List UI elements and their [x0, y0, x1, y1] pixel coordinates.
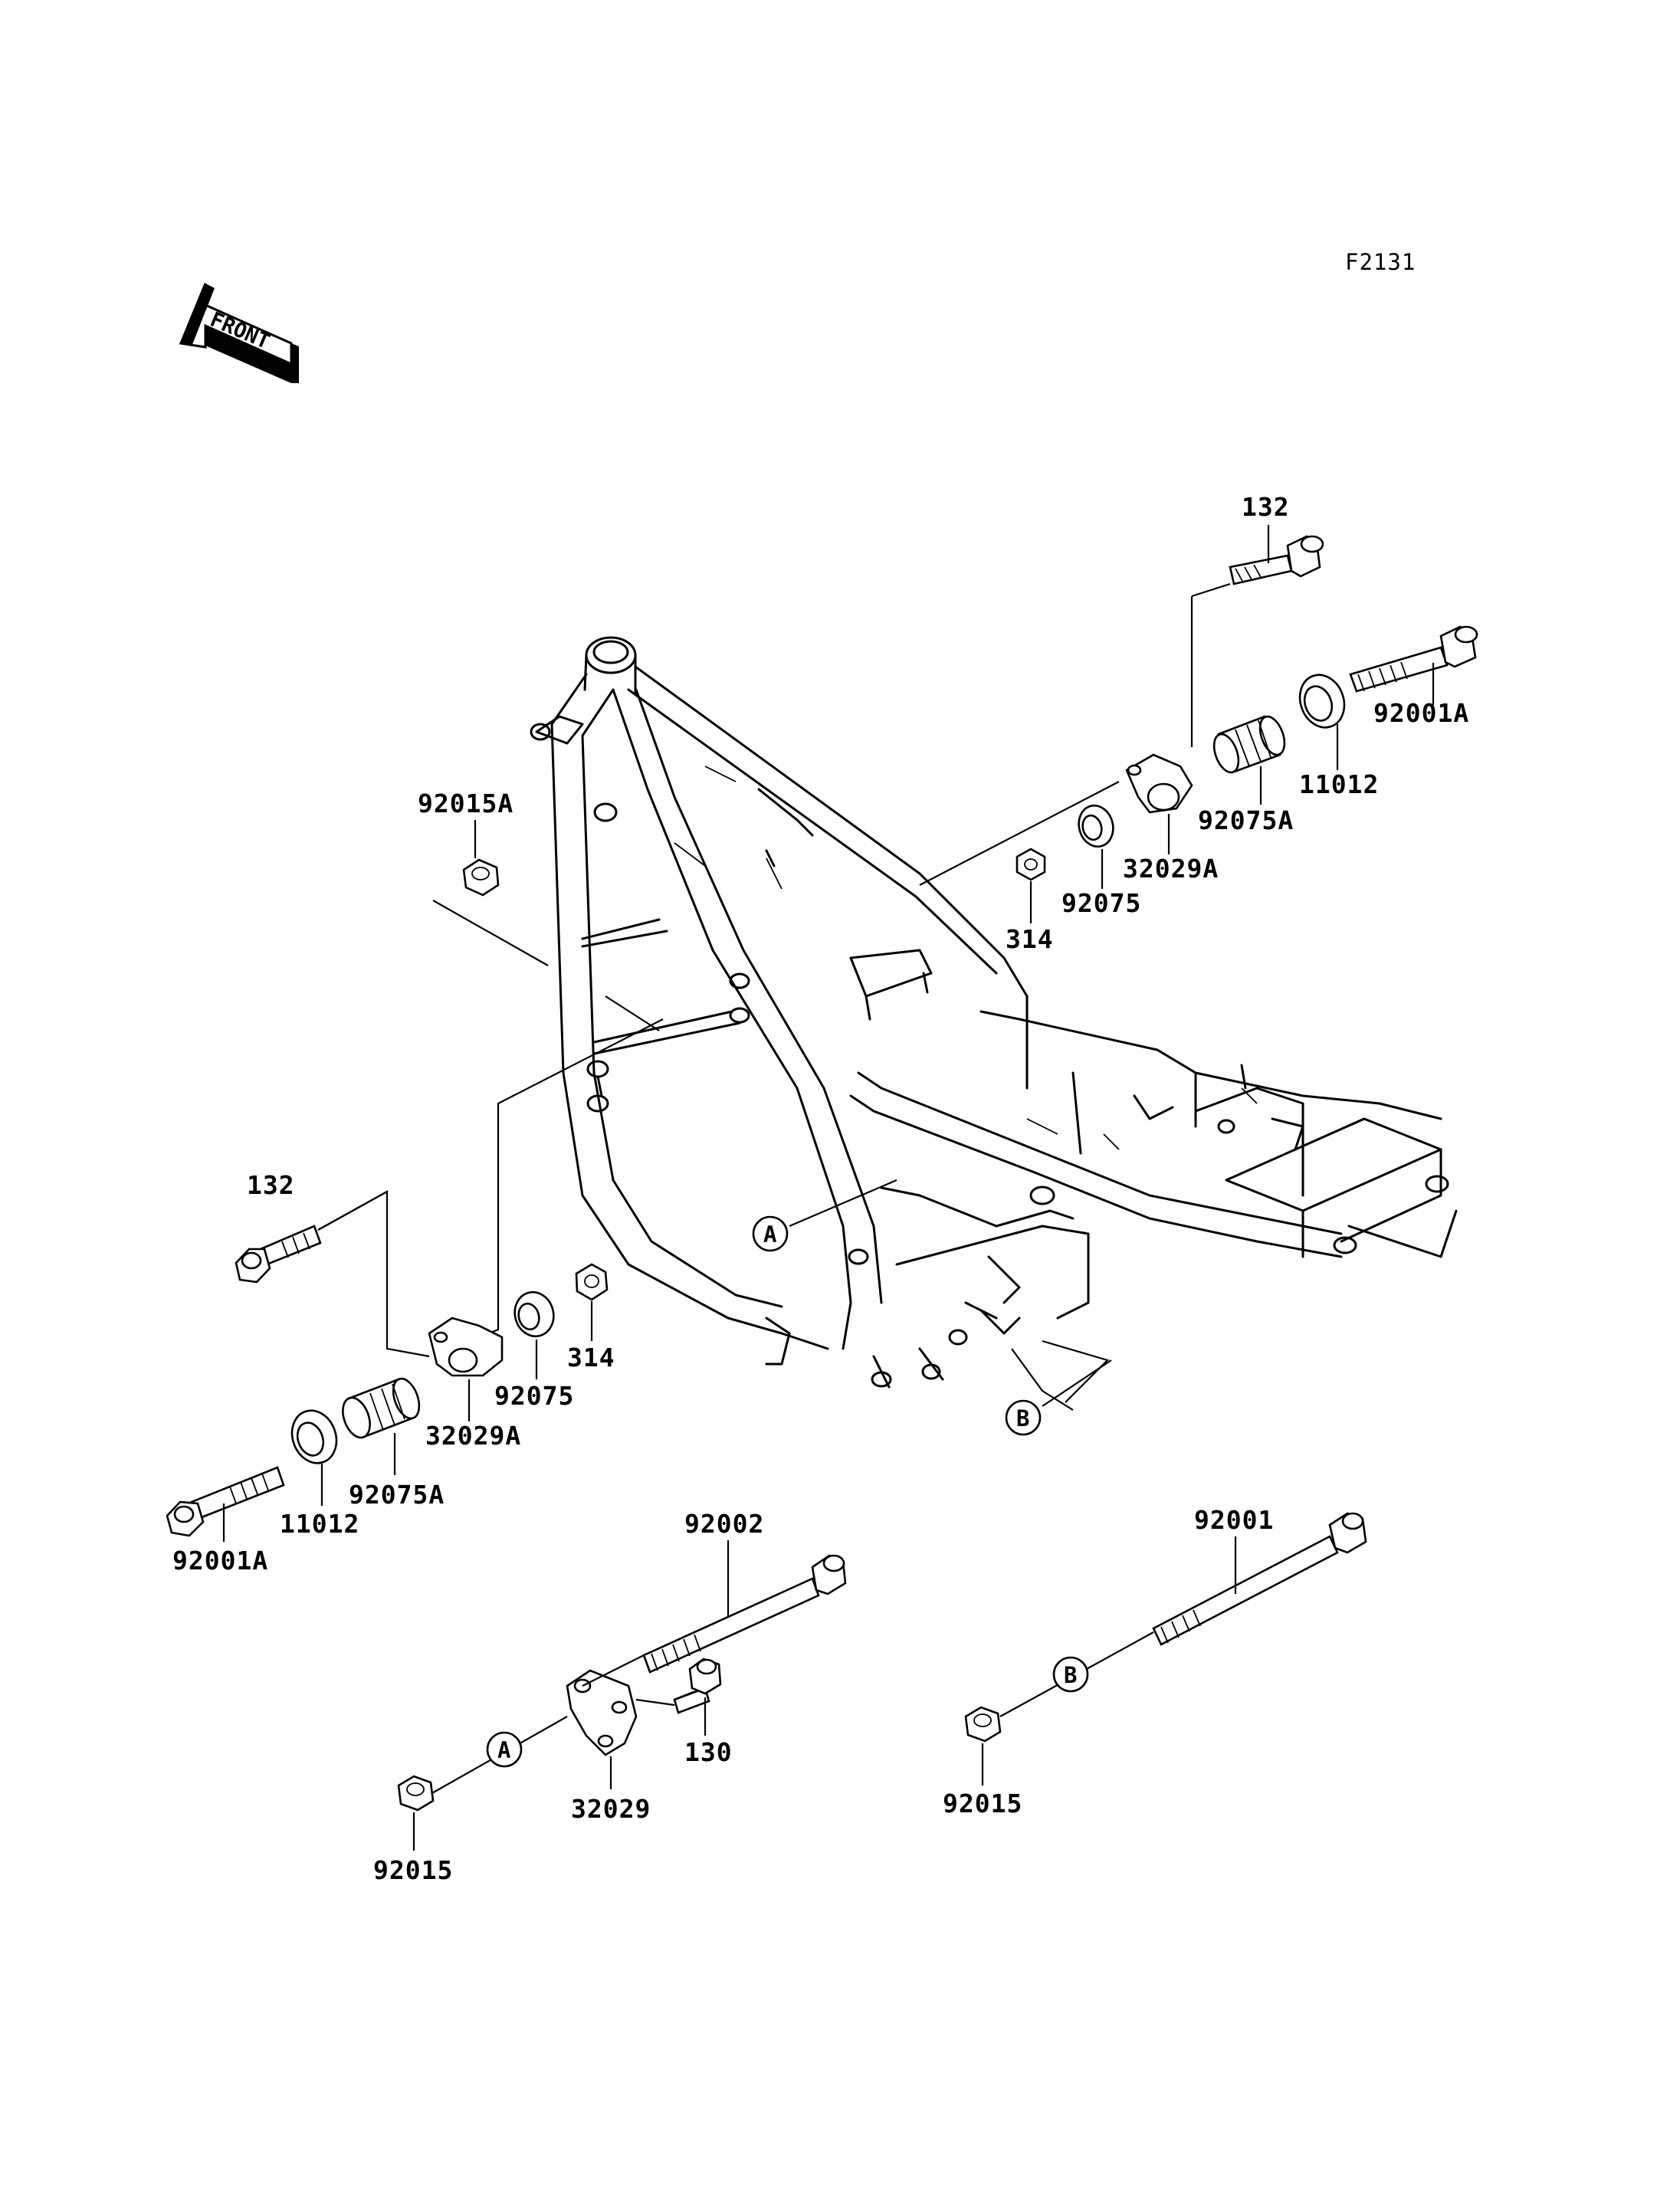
label-32029: 32029 — [571, 1794, 651, 1824]
label-11012-upper: 11012 — [1299, 769, 1379, 799]
label-92015A: 92015A — [418, 789, 514, 818]
label-92015-left: 92015 — [373, 1855, 453, 1885]
label-32029A-upper: 32029A — [1123, 854, 1219, 884]
label-92075A-lower: 92075A — [349, 1480, 445, 1510]
bracket-32029A-upper — [1125, 753, 1193, 814]
bolt-92001 — [1152, 1512, 1367, 1646]
callout-b-bottom: B — [1052, 1656, 1089, 1693]
diagram-code: F2131 — [1345, 249, 1416, 275]
spacer-92075-lower — [514, 1290, 555, 1338]
label-92075A-upper: 92075A — [1198, 805, 1294, 835]
collar-11012-upper — [1298, 674, 1346, 729]
label-314-lower: 314 — [567, 1343, 615, 1372]
nut-92015-right — [964, 1706, 1002, 1743]
rubber-92075A-upper — [1212, 715, 1286, 774]
bolt-132-lower — [235, 1225, 322, 1284]
svg-text:B: B — [1064, 1662, 1077, 1688]
front-arrow-icon: FRONT — [179, 283, 299, 383]
callout-b-frame: B — [1005, 1399, 1042, 1436]
label-132-upper: 132 — [1242, 492, 1290, 522]
bolt-92002 — [642, 1554, 847, 1674]
label-92075-lower: 92075 — [494, 1381, 574, 1411]
label-92001A-upper: 92001A — [1373, 698, 1469, 728]
spacer-92075-upper — [1078, 805, 1114, 848]
label-314-upper: 314 — [1006, 924, 1054, 954]
nut-314-lower — [575, 1263, 609, 1301]
bolt-132-upper — [1229, 535, 1324, 585]
label-32029A-lower: 32029A — [425, 1421, 521, 1451]
label-11012-lower: 11012 — [280, 1509, 359, 1539]
bracket-32029A-lower — [428, 1317, 504, 1377]
svg-text:A: A — [497, 1737, 510, 1763]
bracket-32029 — [566, 1669, 638, 1756]
label-132-lower: 132 — [247, 1170, 295, 1200]
nut-314-upper — [1016, 848, 1046, 881]
label-92001A-lower: 92001A — [172, 1546, 268, 1576]
assembly-line-a — [425, 1654, 675, 1798]
bolt-130 — [673, 1658, 722, 1714]
svg-text:B: B — [1016, 1405, 1029, 1431]
svg-text:A: A — [763, 1221, 776, 1248]
callout-a-bottom: A — [486, 1731, 523, 1768]
label-130: 130 — [684, 1737, 733, 1767]
label-92001: 92001 — [1194, 1505, 1274, 1535]
bolt-92001A-lower — [166, 1466, 285, 1537]
leader-lines — [317, 582, 1231, 1411]
label-92075-upper: 92075 — [1061, 888, 1141, 918]
collar-11012-lower — [290, 1409, 338, 1464]
callout-a-frame: A — [752, 1215, 789, 1252]
label-92002: 92002 — [684, 1509, 764, 1539]
motorcycle-frame — [530, 636, 1458, 1389]
rubber-92075A-lower — [342, 1377, 421, 1439]
label-92015-right: 92015 — [943, 1789, 1022, 1818]
nut-92015-left — [397, 1775, 435, 1812]
nut-92015A — [462, 858, 500, 897]
bolt-92001A-upper — [1349, 625, 1478, 693]
